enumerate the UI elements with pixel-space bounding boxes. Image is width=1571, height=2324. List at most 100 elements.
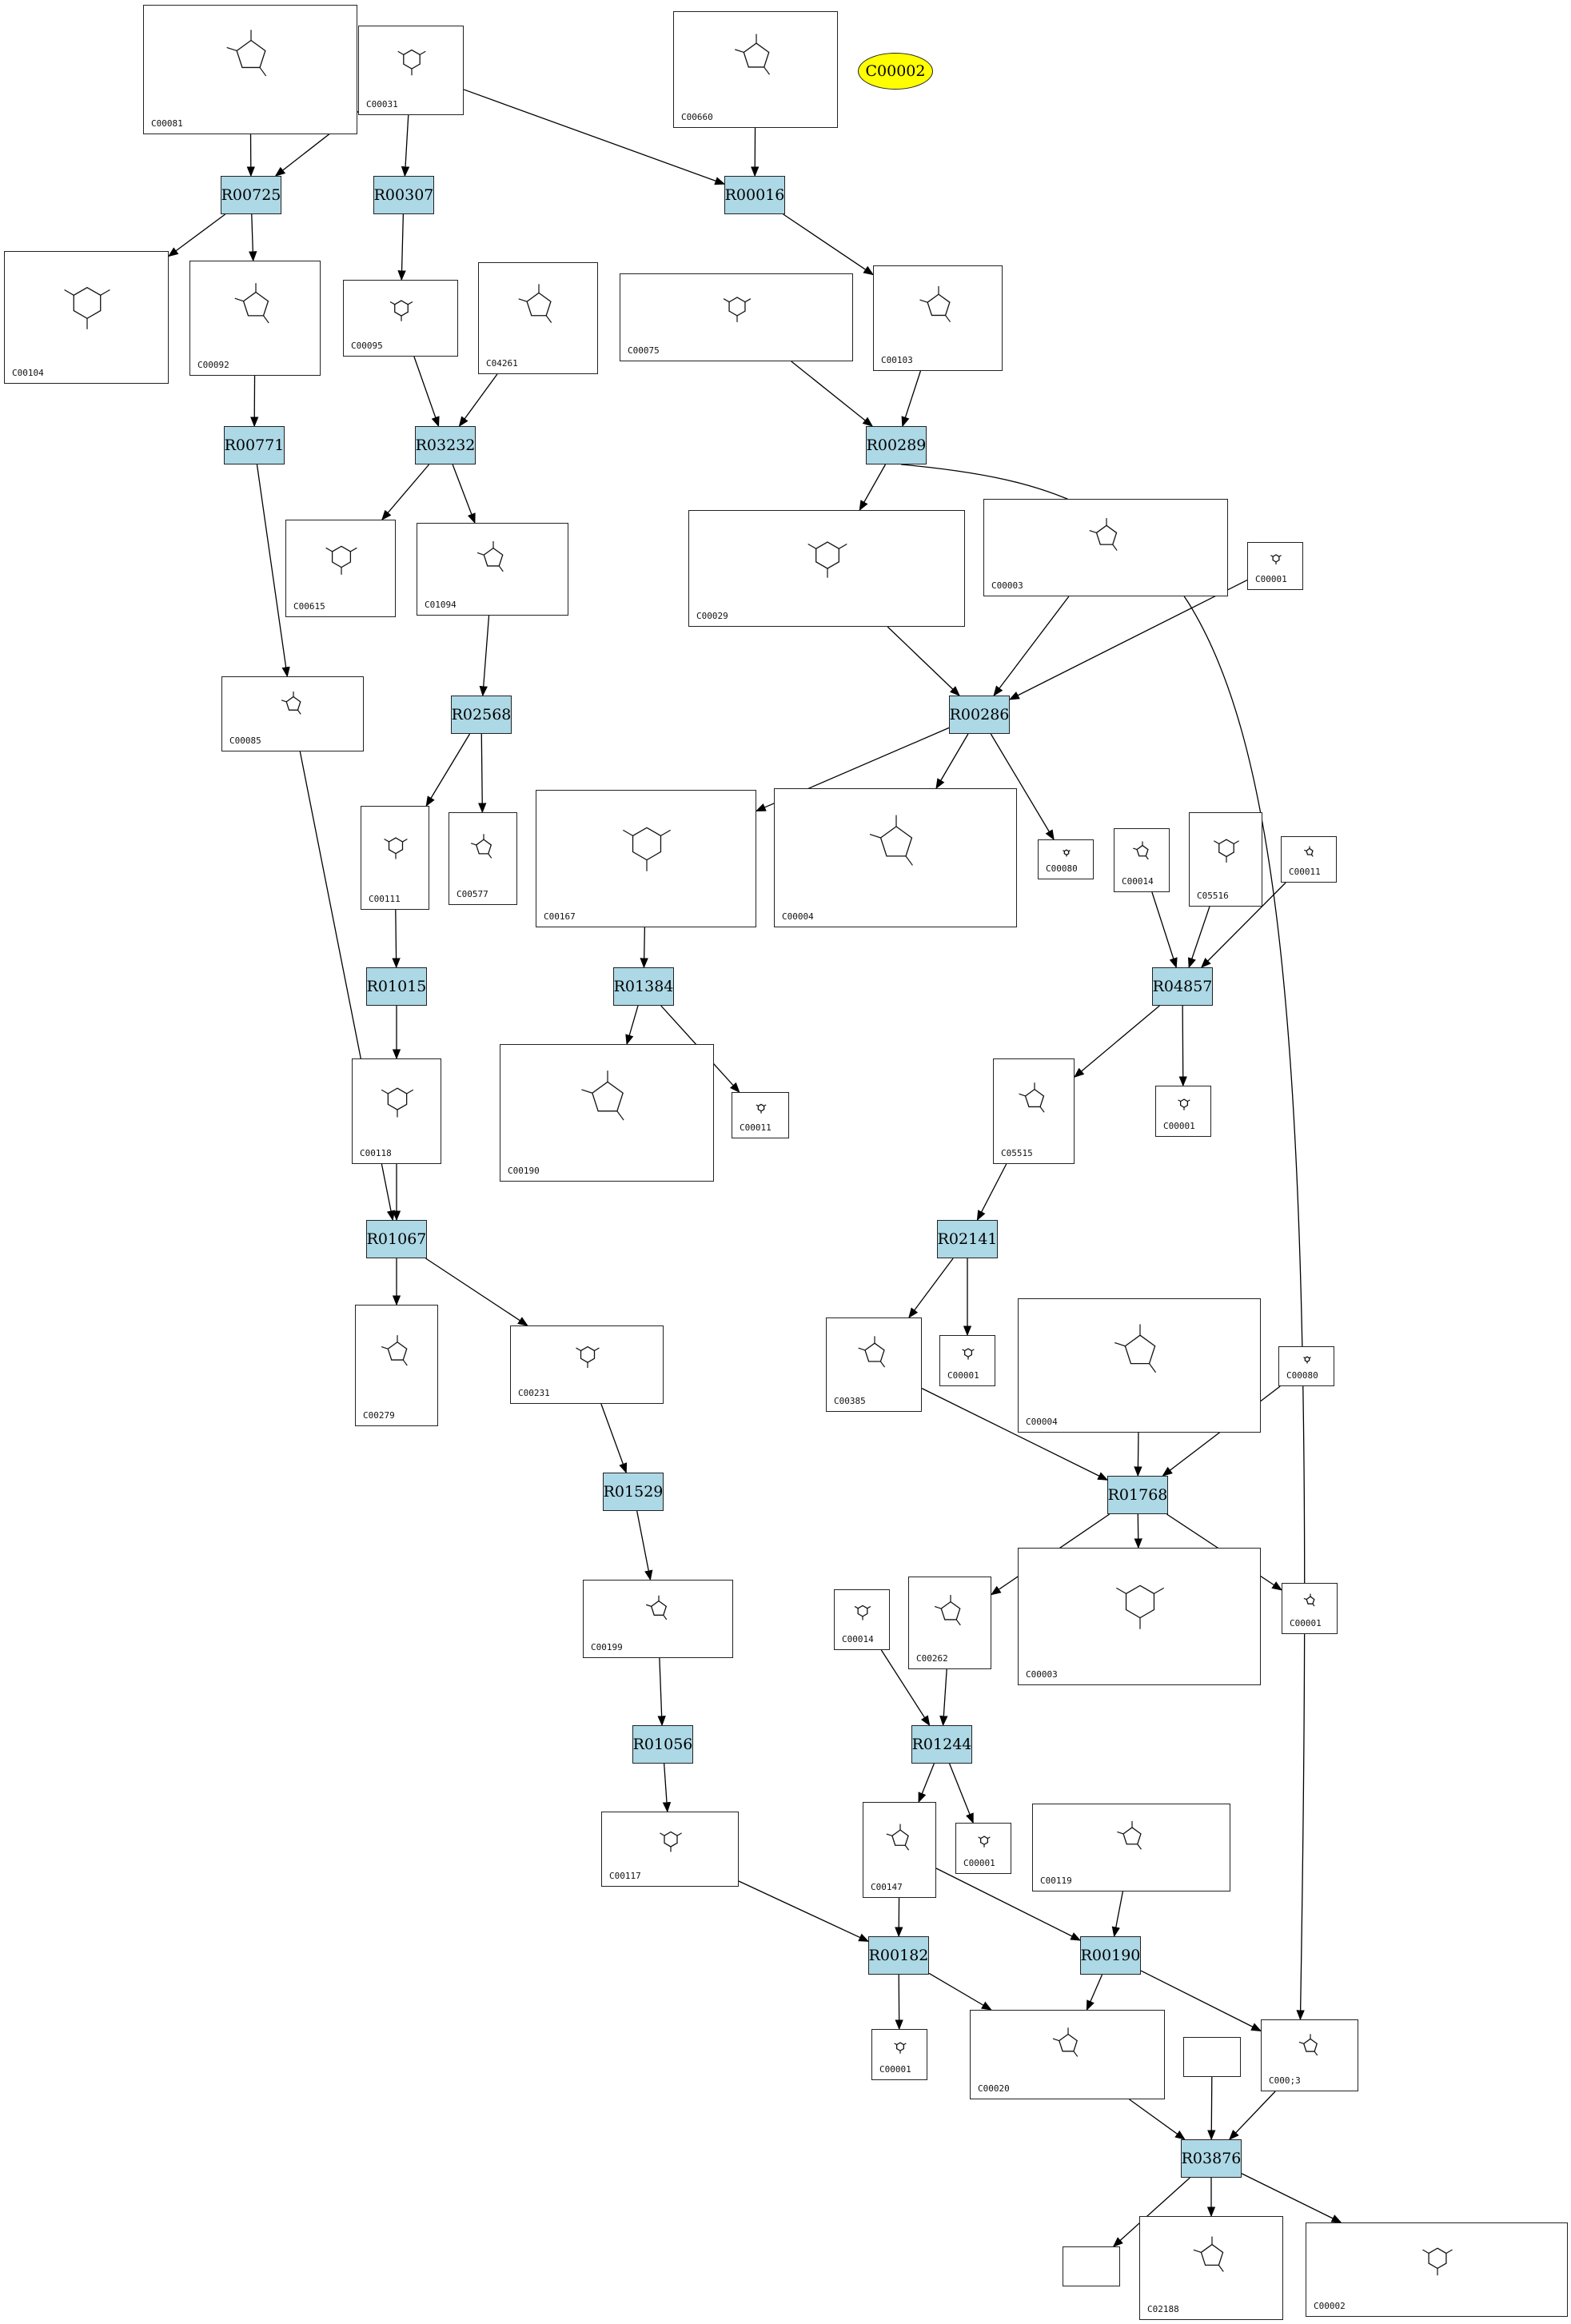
compound-id-label: C00003	[991, 580, 1023, 591]
reaction-node-r00725[interactable]: R00725	[221, 176, 281, 214]
ribulose-5-phosphate-structure	[590, 1585, 726, 1640]
compound-node-c05515[interactable]: C05515	[993, 1058, 1075, 1164]
proton-structure	[1286, 1352, 1327, 1368]
compound-id-label: C00577	[457, 889, 488, 899]
compound-node-c00004[interactable]: C00004	[774, 788, 1017, 927]
compound-node-c00262[interactable]: C00262	[908, 1577, 991, 1669]
reaction-node-r00286[interactable]: R00286	[949, 696, 1010, 734]
compound-id-label: C00014	[1122, 876, 1154, 887]
compound-id-label: C00081	[151, 118, 183, 129]
empty-compound-box[interactable]	[1063, 2246, 1120, 2286]
compound-id-label: C00660	[681, 112, 713, 122]
compound-node-c00001[interactable]: C00001	[1155, 1086, 1211, 1137]
compound-node-c00001[interactable]: C00001	[1247, 542, 1303, 590]
glucose-1-phosphate-structure	[880, 271, 995, 353]
reaction-edge	[1112, 2177, 1190, 2247]
compound-node-c00119[interactable]: C00119	[1032, 1804, 1230, 1891]
compound-node-c00001[interactable]: C00001	[1282, 1583, 1338, 1634]
reaction-node-r02141[interactable]: R02141	[937, 1220, 998, 1258]
compound-node-c00080[interactable]: C00080	[1278, 1346, 1334, 1386]
compound-node-c00020[interactable]: C00020	[970, 2010, 1165, 2099]
protein-histidine-structure	[293, 525, 389, 599]
compound-node-c00014[interactable]: C00014	[1114, 828, 1170, 892]
compound-id-label: C00001	[1290, 1618, 1322, 1628]
atp-structure	[1313, 2228, 1561, 2298]
compound-node-c00092[interactable]: C00092	[189, 261, 321, 376]
reaction-node-r01529[interactable]: R01529	[603, 1473, 664, 1511]
reaction-node-r00016[interactable]: R00016	[724, 176, 785, 214]
reaction-node-r01384[interactable]: R01384	[613, 967, 674, 1006]
reaction-edge	[392, 909, 401, 969]
reaction-edge	[425, 1258, 528, 1326]
empty-compound-box[interactable]	[1183, 2037, 1241, 2077]
reaction-node-r00289[interactable]: R00289	[866, 426, 927, 464]
compound-id-label: C02188	[1147, 2304, 1179, 2314]
reaction-edge	[478, 733, 487, 814]
compound-node-c00075[interactable]: C00075	[620, 273, 853, 361]
compound-node-c00660[interactable]: C00660	[673, 11, 838, 128]
compound-node-c00031[interactable]: C00031	[358, 26, 464, 115]
compound-node-c00385[interactable]: C00385	[826, 1317, 922, 1412]
reaction-node-r00190[interactable]: R00190	[1080, 1936, 1141, 1975]
reaction-edge	[662, 1763, 672, 1813]
compound-node-c00004[interactable]: C00004	[1018, 1298, 1261, 1433]
co2-structure	[739, 1098, 782, 1120]
compound-node-c00577[interactable]: C00577	[449, 812, 517, 905]
compound-node-c00013[interactable]: C000;3	[1261, 2019, 1358, 2091]
compound-node-c00081[interactable]: C00081	[143, 5, 357, 134]
compound-node-c00231[interactable]: C00231	[510, 1325, 664, 1404]
reaction-node-r03232[interactable]: R03232	[415, 426, 476, 464]
compound-node-c00117[interactable]: C00117	[601, 1812, 739, 1887]
reaction-node-r01244[interactable]: R01244	[911, 1725, 972, 1764]
compound-node-c00003[interactable]: C00003	[983, 499, 1228, 596]
water-structure	[963, 1828, 1004, 1856]
compound-node-c00118[interactable]: C00118	[352, 1058, 441, 1164]
compound-node-c00167[interactable]: C00167	[536, 790, 756, 927]
reaction-node-r01067[interactable]: R01067	[366, 1220, 427, 1258]
compound-node-c00029[interactable]: C00029	[688, 510, 965, 627]
compound-id-label: C00167	[544, 911, 576, 922]
reaction-node-r00307[interactable]: R00307	[373, 176, 434, 214]
ribose-5-phosphate-structure	[608, 1817, 732, 1868]
compound-node-c00003[interactable]: C00003	[1018, 1548, 1261, 1685]
reaction-edge	[1111, 1891, 1124, 1938]
compound-node-c00085[interactable]: C00085	[221, 676, 364, 751]
reaction-node-r00771[interactable]: R00771	[224, 426, 285, 464]
compound-node-c00001[interactable]: C00001	[939, 1335, 995, 1386]
reaction-node-r01015[interactable]: R01015	[366, 967, 427, 1006]
reaction-node-r04857[interactable]: R04857	[1152, 967, 1213, 1006]
reaction-edge	[1200, 882, 1286, 968]
compound-node-c00001[interactable]: C00001	[955, 1823, 1011, 1874]
reaction-edge	[1187, 906, 1210, 969]
compound-node-c00190[interactable]: C00190	[500, 1044, 714, 1182]
reaction-node-r01056[interactable]: R01056	[632, 1725, 693, 1764]
fructose-1-phosphate-structure	[424, 528, 561, 597]
compound-node-c00279[interactable]: C00279	[355, 1305, 438, 1426]
compound-node-c05516[interactable]: C05516	[1189, 812, 1262, 907]
nadh-structure	[1025, 1304, 1254, 1414]
compound-node-c00014[interactable]: C00014	[834, 1589, 890, 1650]
udp-xylose-structure	[507, 1050, 707, 1163]
compound-node-c00002[interactable]: C00002	[1306, 2222, 1568, 2317]
compound-node-c00080[interactable]: C00080	[1038, 839, 1094, 879]
compound-node-c00001[interactable]: C00001	[871, 2029, 927, 2080]
reaction-node-r02568[interactable]: R02568	[451, 696, 512, 734]
compound-node-c00011[interactable]: C00011	[1281, 836, 1337, 883]
compound-node-c02188[interactable]: C02188	[1139, 2216, 1283, 2320]
compound-node-c00103[interactable]: C00103	[873, 265, 1003, 371]
compound-node-c01094[interactable]: C01094	[417, 523, 568, 616]
reaction-node-r00182[interactable]: R00182	[868, 1936, 929, 1975]
compound-node-c00615[interactable]: C00615	[285, 520, 396, 617]
compound-node-c00104[interactable]: C00104	[4, 251, 169, 384]
idp-structure	[11, 257, 161, 365]
highlighted-compound-c00002[interactable]: C00002	[858, 53, 933, 90]
reaction-node-r03876[interactable]: R03876	[1181, 2139, 1242, 2178]
reaction-node-r01768[interactable]: R01768	[1107, 1476, 1168, 1514]
compound-node-c00199[interactable]: C00199	[583, 1580, 733, 1658]
compound-node-c00147[interactable]: C00147	[863, 1802, 936, 1898]
compound-node-c00011[interactable]: C00011	[732, 1092, 789, 1138]
compound-node-c00095[interactable]: C00095	[343, 280, 458, 357]
compound-node-c00111[interactable]: C00111	[361, 806, 429, 910]
compound-id-label: C00615	[293, 601, 325, 612]
compound-node-c04261[interactable]: C04261	[478, 262, 598, 374]
